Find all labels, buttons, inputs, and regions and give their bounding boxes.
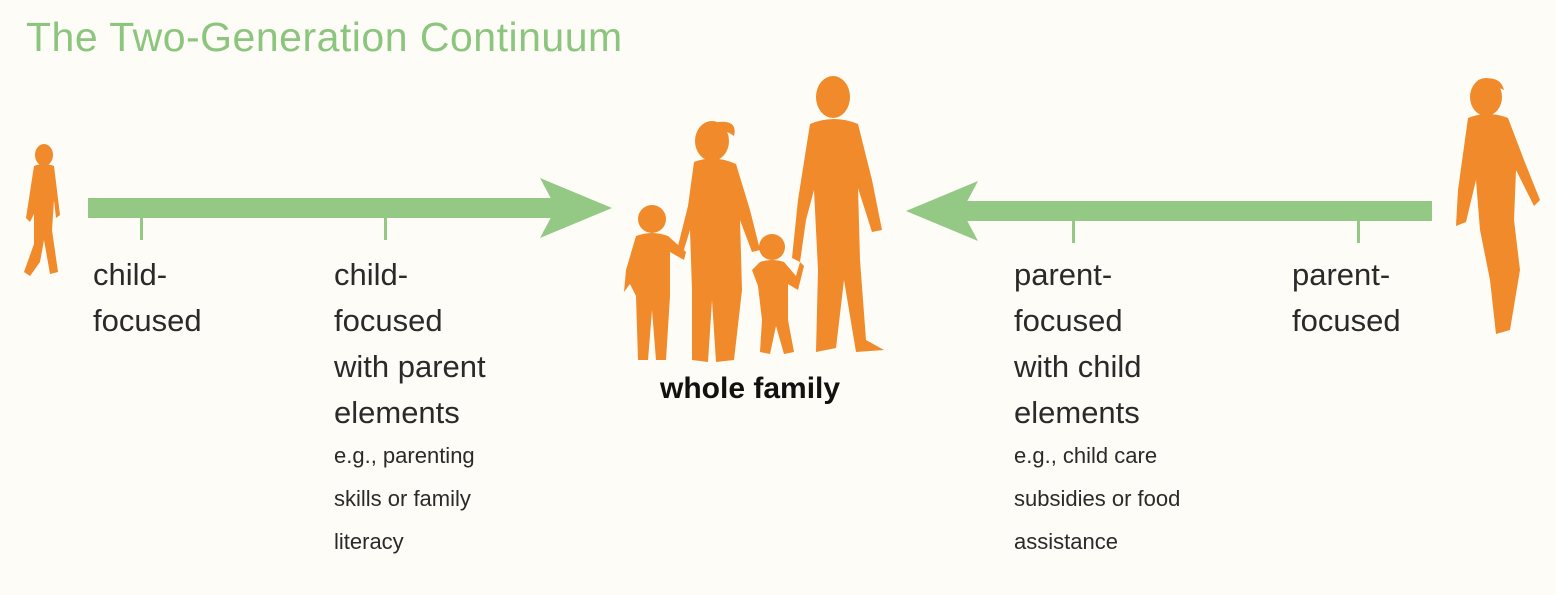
label-parent-focused: parent- focused xyxy=(1292,257,1401,338)
family-silhouette-icon xyxy=(624,76,884,362)
diagram-title: The Two-Generation Continuum xyxy=(26,14,623,60)
example-child-focused-with-parent-elements: e.g., parenting skills or family literac… xyxy=(334,443,475,554)
label-whole-family: whole family xyxy=(660,372,841,405)
tick-child-focused-with-parent xyxy=(384,216,387,240)
label-parent-focused-with-child-elements: parent- focused with child elements xyxy=(1014,257,1142,430)
label-child-focused: child- focused xyxy=(93,257,202,338)
tick-child-focused xyxy=(140,216,143,240)
left-arrow xyxy=(88,178,612,238)
parent-silhouette-icon xyxy=(1456,78,1540,334)
example-parent-focused-with-child-elements: e.g., child care subsidies or food assis… xyxy=(1014,443,1181,554)
tick-parent-focused-with-child xyxy=(1072,219,1075,243)
right-arrow xyxy=(906,181,1432,241)
tick-parent-focused xyxy=(1357,219,1360,243)
label-child-focused-with-parent-elements: child- focused with parent elements xyxy=(334,257,486,430)
child-silhouette-icon xyxy=(24,144,60,276)
